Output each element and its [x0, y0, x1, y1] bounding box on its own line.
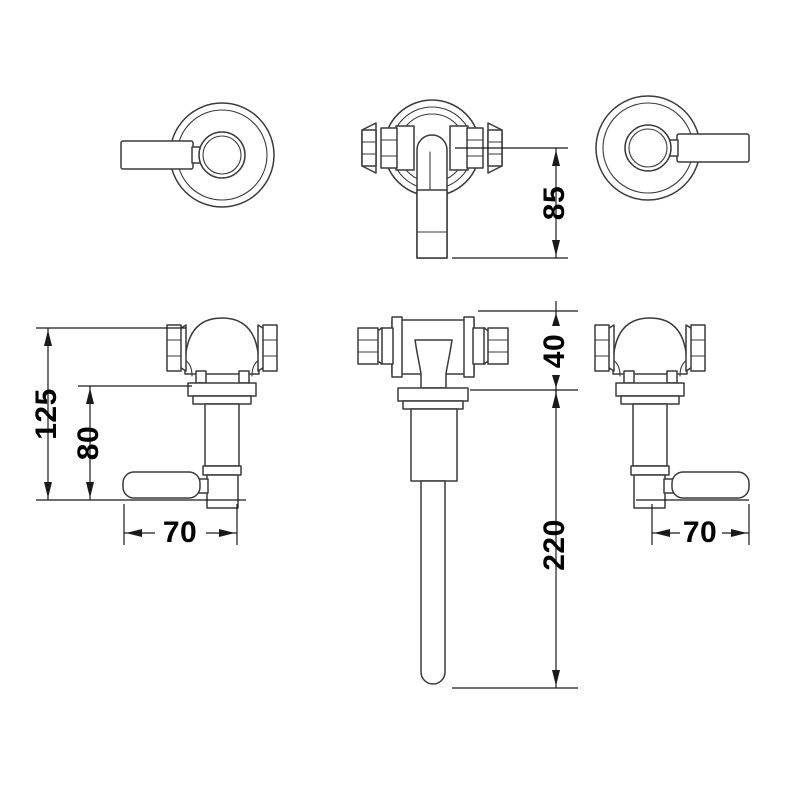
body-stub-right	[238, 370, 250, 384]
elev-left-valve	[122, 317, 278, 509]
dim-text-125: 125	[30, 388, 63, 440]
dim-text-220: 220	[538, 519, 571, 571]
valve-body-dome-right	[612, 317, 688, 375]
dimension-40: 40	[470, 301, 578, 400]
body-stub-right-right-valve	[666, 370, 678, 384]
spout-plan-left-union	[361, 122, 415, 174]
elev-lever-bar-right	[671, 471, 750, 499]
valve-left-hex-nut	[166, 324, 187, 372]
body-stub-left-right-valve	[623, 370, 635, 384]
hex-nut-rr-body	[690, 324, 706, 372]
dim-text-85: 85	[538, 186, 571, 220]
spout-tapered-neck	[414, 339, 453, 389]
handle-boss-outer	[198, 131, 246, 179]
valve-right-left-hex-nut	[594, 324, 615, 372]
flange-plate	[187, 382, 257, 397]
elev-lever-bar	[122, 471, 201, 499]
valve-right-right-hex-nut	[685, 324, 706, 372]
dim-text-70-left: 70	[163, 516, 197, 549]
handle-boss-inner	[202, 135, 242, 175]
dim-text-70-right: 70	[683, 516, 717, 549]
column-base-collar	[202, 465, 242, 476]
hex-nut-l-body	[166, 324, 182, 372]
handle-boss-inner-right	[628, 128, 668, 168]
dim-text-40: 40	[538, 334, 571, 368]
valve-right-hex-nut	[257, 324, 278, 372]
dimension-220: 220	[452, 390, 578, 689]
valve-lower-boss-right	[633, 474, 666, 509]
plan-spout	[361, 99, 503, 259]
arrowhead-70l-left	[126, 529, 142, 537]
dimension-125: 125	[30, 327, 246, 501]
flange-plate-right	[615, 382, 685, 397]
flange-step	[192, 395, 252, 405]
body-stub-left	[195, 370, 207, 384]
dim-text-80: 80	[72, 426, 105, 460]
spout-flange-plate	[397, 387, 469, 402]
valve-column-right	[632, 403, 668, 467]
spout-union-ring-r	[472, 327, 486, 365]
dimension-70-left: 70	[123, 504, 238, 549]
column-base-collar-right	[630, 465, 670, 476]
arrowhead-220-top	[552, 392, 560, 408]
spout-union-ring-l	[380, 327, 394, 365]
arrowhead-80-top	[86, 388, 94, 404]
dimension-80: 80	[72, 385, 192, 500]
plan-left-valve	[120, 102, 275, 208]
hex-nut-rl-body	[594, 324, 610, 372]
spout-elev-right-union	[472, 327, 509, 365]
arrowhead-70l-right	[219, 529, 235, 537]
spout-flange-step	[402, 400, 464, 410]
arrowhead-220-bottom	[552, 670, 560, 686]
arrowhead-70r-right	[731, 529, 747, 537]
valve-column	[204, 403, 240, 467]
plan-right-valve	[595, 95, 750, 201]
dimension-85: 85	[452, 147, 571, 259]
spout-tube-lower	[416, 189, 448, 259]
spout-hex-r-body	[487, 327, 509, 365]
arrowhead-85-bottom	[552, 240, 560, 256]
union-ring-left	[380, 127, 398, 169]
arrowhead-80-bottom	[86, 482, 94, 498]
hex-nut-r-body	[262, 324, 278, 372]
elev-spout	[357, 316, 509, 685]
elev-right-valve	[594, 317, 750, 509]
arrowhead-85-top	[552, 150, 560, 166]
arrowhead-125-top	[44, 330, 52, 346]
handle-boss-outer-right	[624, 124, 672, 172]
union-collar-left	[395, 125, 415, 171]
hex-nut-left-face	[361, 129, 377, 167]
lever-bar-right	[676, 133, 750, 163]
arrowhead-40-bottom	[552, 375, 560, 388]
spout-upper-column	[410, 408, 458, 482]
arrowhead-40-top	[552, 313, 560, 326]
flange-step-right	[620, 395, 680, 405]
arrowhead-125-bottom	[44, 482, 52, 498]
spout-elev-left-union	[357, 327, 394, 365]
spout-hex-l-body	[357, 327, 379, 365]
lever-bar	[120, 140, 194, 170]
valve-body-dome	[184, 317, 260, 375]
valve-lower-boss	[206, 474, 239, 509]
arrowhead-70r-left	[654, 529, 670, 537]
dimension-70-right: 70	[636, 499, 750, 549]
spout-long-tube	[420, 480, 446, 685]
